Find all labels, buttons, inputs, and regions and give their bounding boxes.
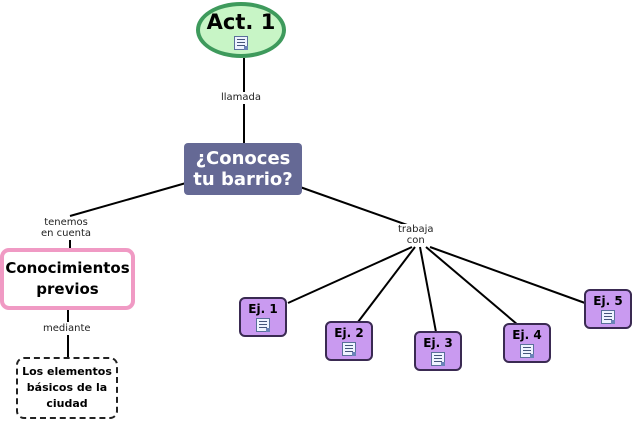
concept-ej4-label: Ej. 4 xyxy=(512,328,542,342)
document-icon[interactable] xyxy=(601,310,615,324)
link-label-trabaja-con: trabaja con xyxy=(396,224,436,246)
concept-elem-line1: Los elementos xyxy=(22,365,112,378)
concept-prev-line2: previos xyxy=(36,280,99,298)
document-icon[interactable] xyxy=(256,318,270,332)
link-label-line: en cuenta xyxy=(41,228,92,239)
concept-act1-label: Act. 1 xyxy=(206,10,276,34)
document-icon[interactable] xyxy=(234,36,248,50)
link-label-line: tenemos xyxy=(44,217,88,228)
link-label-line: con xyxy=(406,235,425,246)
link-label-line: trabaja xyxy=(398,224,434,235)
concept-ej2-label: Ej. 2 xyxy=(334,326,364,340)
concept-elem-line2: básicos de la xyxy=(26,381,108,394)
link-label-mediante: mediante xyxy=(41,323,93,334)
concept-ej2[interactable]: Ej. 2 xyxy=(325,321,373,361)
concept-ej1-label: Ej. 1 xyxy=(248,302,278,316)
link-label-llamada: llamada xyxy=(219,92,264,103)
concept-ej3[interactable]: Ej. 3 xyxy=(414,331,462,371)
line-trabaja-ej3 xyxy=(419,246,437,333)
link-label-tenemos-en-cuenta: tenemos en cuenta xyxy=(39,217,94,239)
concept-ej5-label: Ej. 5 xyxy=(593,294,623,308)
line-trabaja-ej4 xyxy=(425,246,519,326)
concept-main-line2: tu barrio? xyxy=(193,169,293,190)
concept-ej5[interactable]: Ej. 5 xyxy=(584,289,632,329)
document-icon[interactable] xyxy=(342,342,356,356)
line-trabaja-ej5 xyxy=(429,246,586,304)
concept-act1[interactable]: Act. 1 xyxy=(196,2,286,58)
line-trabaja-ej1 xyxy=(287,246,413,304)
concept-ej3-label: Ej. 3 xyxy=(423,336,453,350)
concept-conocimientos-previos[interactable]: Conocimientos previos xyxy=(0,248,135,310)
concept-ej1[interactable]: Ej. 1 xyxy=(239,297,287,337)
concept-elem-line3: ciudad xyxy=(46,397,88,410)
line-main-trabaja xyxy=(299,186,411,227)
concept-prev-line1: Conocimientos xyxy=(5,259,130,277)
concept-conoces-tu-barrio[interactable]: ¿Conoces tu barrio? xyxy=(184,143,302,195)
line-trabaja-ej2 xyxy=(357,246,416,323)
document-icon[interactable] xyxy=(431,352,445,366)
concept-main-line1: ¿Conoces xyxy=(195,148,291,169)
concept-ej4[interactable]: Ej. 4 xyxy=(503,323,551,363)
document-icon[interactable] xyxy=(520,344,534,358)
line-main-tenemos xyxy=(69,182,187,217)
concept-elementos-basicos[interactable]: Los elementos básicos de la ciudad xyxy=(16,357,118,419)
